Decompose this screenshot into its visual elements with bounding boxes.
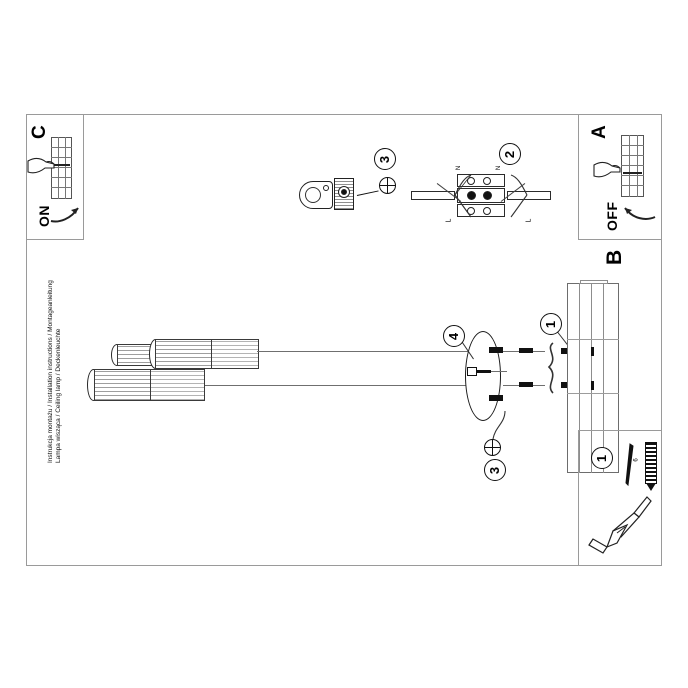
callout-3-plate: 3 (484, 459, 506, 481)
cable-bracket (547, 342, 554, 394)
wall-hatch (591, 283, 592, 473)
drill-dimension-label: 6 (633, 458, 640, 462)
terminal-screw (483, 207, 491, 215)
instruction-sheet: C ON A (26, 114, 662, 566)
drill-icon (588, 496, 652, 554)
callout-1-wall: 1 (540, 313, 562, 335)
panel-c-breaker-on: C ON (27, 115, 84, 240)
leader-line (491, 371, 507, 372)
connector-hole (305, 187, 321, 203)
wall-section (567, 283, 619, 473)
leader-line (356, 190, 379, 197)
breaker-icon-on (45, 133, 77, 203)
side-text-line-2: Lampa wisząca / Ceiling lamp / Deckenleu… (55, 328, 62, 463)
ceiling-plate (465, 331, 501, 421)
plate-screw-bottom (489, 395, 503, 401)
terminal-screw (467, 207, 475, 215)
anchor-head-top (519, 348, 533, 353)
terminal-screw (483, 191, 492, 200)
hand-icon (593, 161, 621, 178)
panel-tools: 1 6 (578, 430, 661, 565)
screw-icon (625, 443, 634, 487)
terminal-label-right-top: N (496, 165, 503, 171)
hand-icon (27, 157, 55, 174)
cable-lower (205, 385, 495, 387)
connector-nut-core (341, 189, 347, 195)
wall-hatch (603, 283, 604, 473)
arrow-up-icon (50, 207, 79, 223)
cable-upper (257, 351, 497, 353)
terminal-screw (467, 191, 476, 200)
wall-plug-tip (646, 483, 656, 491)
screw-shank-4 (477, 370, 491, 373)
plate-screw-top (489, 347, 503, 353)
terminal-screw (483, 177, 491, 185)
wall-hatch (567, 339, 619, 340)
wall-top-edge (580, 280, 608, 284)
screw-symbol-icon (484, 439, 501, 456)
terminal-label-left-bottom: L (445, 218, 453, 223)
terminal-wires (454, 174, 528, 218)
screw-symbol-icon (379, 177, 396, 194)
panel-b-letter: B (603, 249, 626, 265)
callout-1-tools: 1 (591, 447, 613, 469)
callout-3-connector: 3 (374, 148, 396, 170)
terminal-label-left-top: N (456, 165, 463, 171)
callout-4-plate: 4 (443, 325, 465, 347)
lamp-shade-lower (87, 369, 267, 403)
panel-a-action-label: OFF (604, 201, 620, 232)
leader-curve (492, 411, 506, 440)
screw-head-4 (467, 367, 477, 376)
wall-hatch (579, 283, 580, 473)
breaker-icon-off (617, 131, 651, 201)
wall-plug-icon (645, 442, 657, 484)
wall-pin-top (591, 347, 594, 356)
connector-small-screw (323, 185, 329, 191)
anchor-head-bottom (519, 382, 533, 387)
wall-hatch (567, 393, 619, 394)
lamp-shade-upper (111, 339, 291, 371)
panel-a-breaker-off: A OFF (578, 115, 661, 240)
terminal-screw (467, 177, 475, 185)
callout-2-terminal: 2 (499, 143, 521, 165)
terminal-label-right-bottom: L (525, 218, 533, 223)
panel-a-letter: A (589, 125, 610, 139)
side-text-line-1: Instrukcja montażu / Installation instru… (47, 280, 54, 463)
wall-pin-bottom (591, 381, 594, 390)
arrow-down-icon (624, 207, 656, 220)
